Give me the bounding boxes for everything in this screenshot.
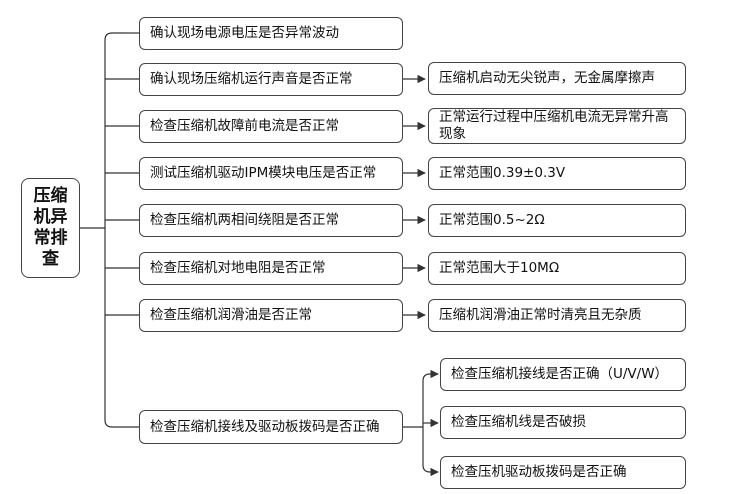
check-winding-resistance: 检查压缩机两相间绕阻是否正常 bbox=[139, 204, 403, 237]
result-lubricant: 压缩机润滑油正常时清亮且无杂质 bbox=[428, 299, 686, 332]
subcheck-wire-damage: 检查压缩机线是否破损 bbox=[440, 406, 686, 439]
check-lubricant: 检查压缩机润滑油是否正常 bbox=[139, 299, 403, 332]
check-current: 检查压缩机故障前电流是否正常 bbox=[139, 110, 403, 143]
result-winding-resistance: 正常范围0.5~2Ω bbox=[428, 204, 686, 237]
result-ground-resistance: 正常范围大于10MΩ bbox=[428, 252, 686, 285]
result-current: 正常运行过程中压缩机电流无异常升高现象 bbox=[428, 108, 686, 144]
check-ground-resistance: 检查压缩机对地电阻是否正常 bbox=[139, 252, 403, 285]
check-wiring-dip: 检查压缩机接线及驱动板拨码是否正确 bbox=[139, 410, 403, 444]
subcheck-dip-switch: 检查压机驱动板拨码是否正确 bbox=[440, 456, 686, 489]
check-voltage-fluctuation: 确认现场电源电压是否异常波动 bbox=[139, 17, 403, 50]
root-node: 压缩机异常排查 bbox=[21, 178, 80, 278]
main-bracket bbox=[104, 32, 139, 428]
result-ipm-voltage: 正常范围0.39±0.3V bbox=[428, 157, 686, 190]
subcheck-wiring-uvw: 检查压缩机接线是否正确（U/V/W） bbox=[440, 358, 686, 391]
check-running-sound: 确认现场压缩机运行声音是否正常 bbox=[139, 63, 403, 96]
check-ipm-voltage: 测试压缩机驱动IPM模块电压是否正常 bbox=[139, 157, 403, 190]
result-running-sound: 压缩机启动无尖锐声，无金属摩擦声 bbox=[428, 62, 686, 95]
